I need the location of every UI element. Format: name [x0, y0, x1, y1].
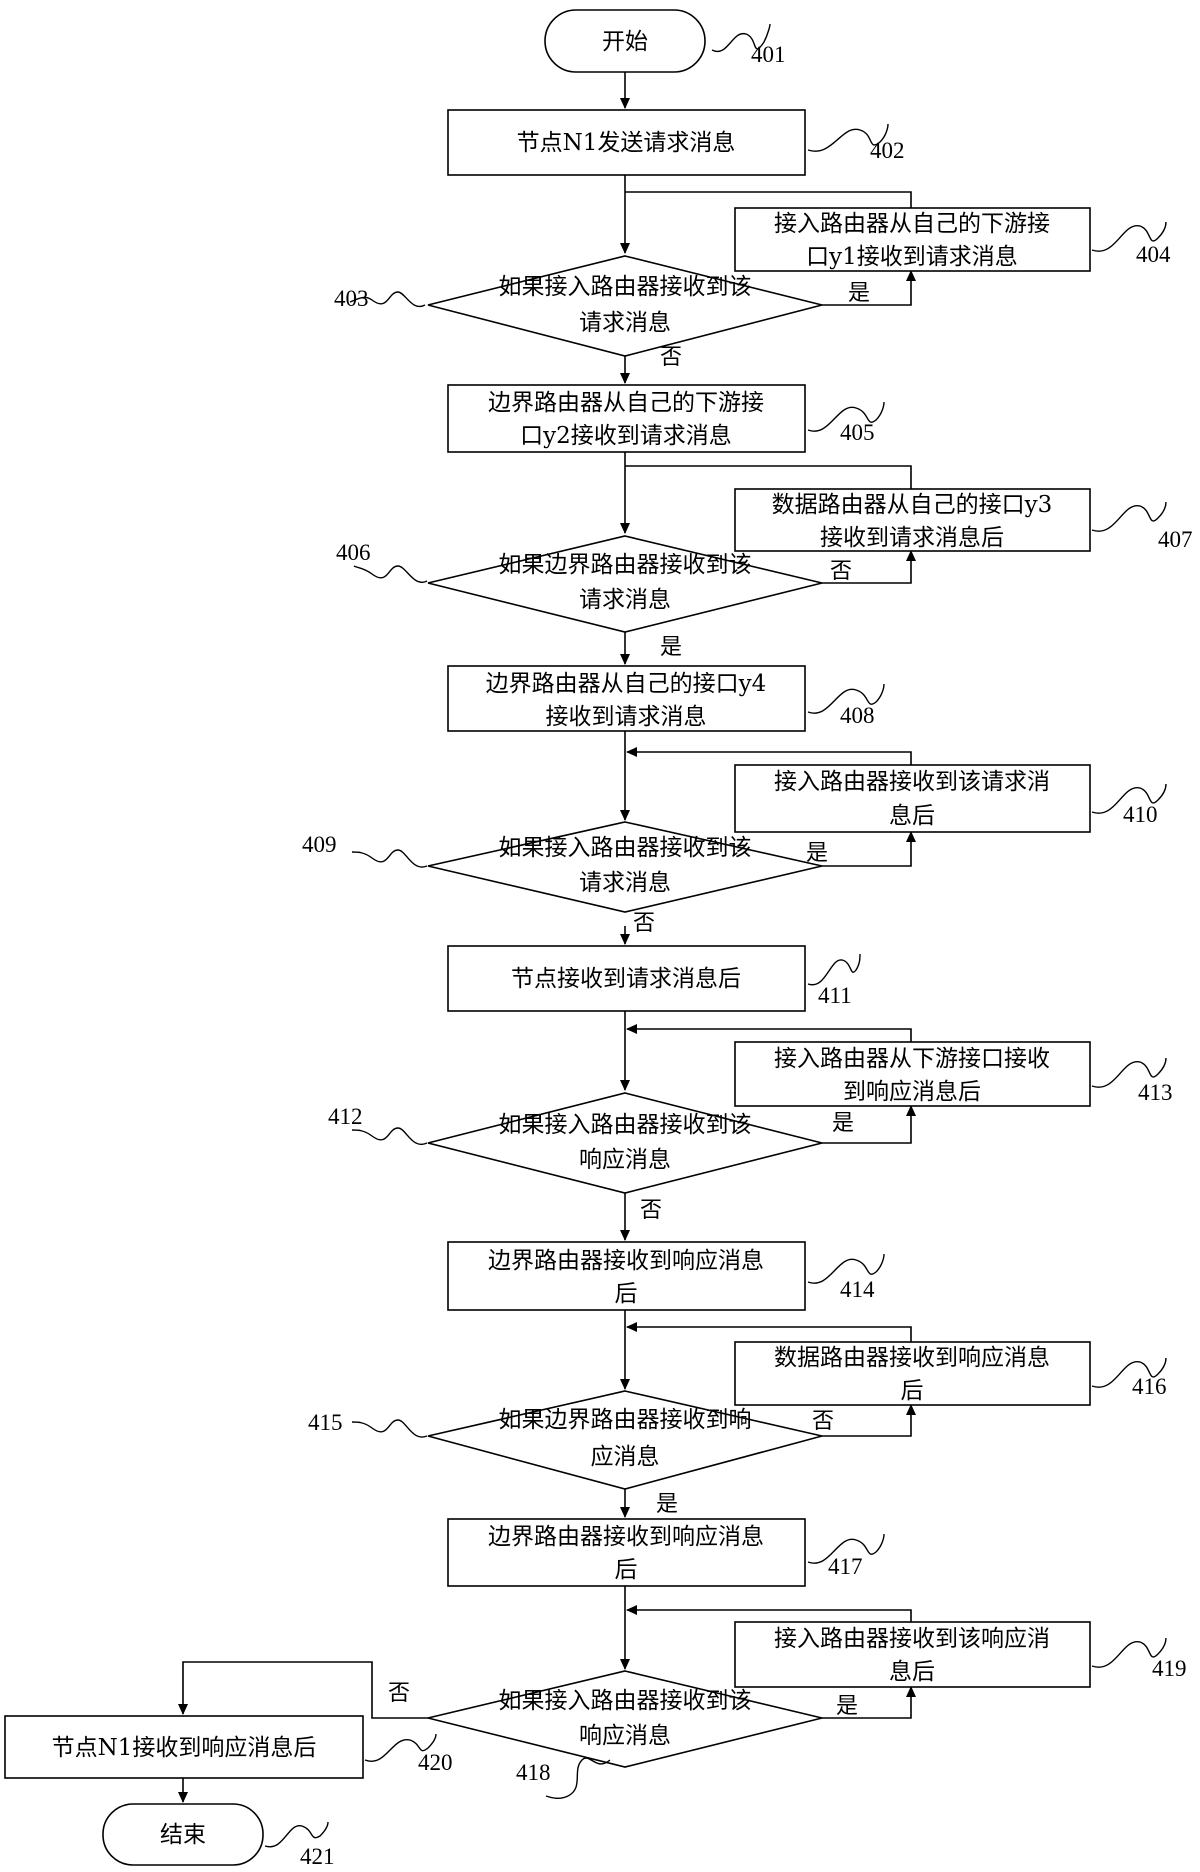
- decision-403-line1: 如果接入路由器接收到该: [499, 274, 752, 300]
- ref-419: 419: [1152, 1656, 1187, 1681]
- ref-405: 405: [840, 420, 875, 445]
- decision-418: [427, 1670, 823, 1768]
- ref-420: 420: [418, 1750, 453, 1775]
- decision-415-line1: 如果边界路由器接收到响: [499, 1407, 752, 1433]
- edge-label-406-yes: 是: [660, 635, 682, 660]
- process-407-line2: 接收到请求消息后: [820, 525, 1004, 551]
- process-419-line2: 息后: [889, 1659, 935, 1685]
- edge-label-412-yes: 是: [832, 1111, 854, 1136]
- end-label: 结束: [160, 1822, 206, 1848]
- edge-label-403-no: 否: [660, 345, 682, 370]
- process-416-line2: 后: [901, 1378, 924, 1404]
- decision-415-line2: 应消息: [591, 1444, 660, 1470]
- decision-418-line1: 如果接入路由器接收到该: [499, 1688, 752, 1714]
- process-416-line1: 数据路由器接收到响应消息: [774, 1345, 1050, 1371]
- decision-409-line1: 如果接入路由器接收到该: [499, 835, 752, 861]
- ref-409: 409: [302, 832, 337, 857]
- decision-403: [427, 255, 823, 357]
- process-404: [734, 207, 1091, 272]
- end-node: [102, 1803, 264, 1866]
- decision-406-line2: 请求消息: [579, 587, 671, 613]
- process-419-line1: 接入路由器接收到该响应消: [774, 1626, 1050, 1652]
- decision-409-line2: 请求消息: [579, 870, 671, 896]
- process-407-line1: 数据路由器从自己的接口y3: [772, 492, 1053, 518]
- process-419: [734, 1621, 1091, 1688]
- ref-408: 408: [840, 703, 875, 728]
- edge-label-403-yes: 是: [848, 281, 870, 306]
- ref-413: 413: [1138, 1080, 1173, 1105]
- process-417: [447, 1518, 806, 1587]
- decision-412: [427, 1092, 823, 1194]
- decision-412-line1: 如果接入路由器接收到该: [499, 1112, 752, 1138]
- edge-label-415-yes: 是: [656, 1492, 678, 1517]
- process-408-line2: 接收到请求消息: [546, 704, 707, 730]
- process-420: [4, 1715, 364, 1779]
- process-417-line1: 边界路由器接收到响应消息: [488, 1524, 764, 1550]
- process-420-label: 节点N1接收到响应消息后: [52, 1735, 317, 1761]
- ref-414: 414: [840, 1277, 875, 1302]
- process-410-line2: 息后: [889, 803, 935, 829]
- process-402: [447, 109, 806, 176]
- ref-403: 403: [334, 286, 369, 311]
- process-416: [734, 1341, 1091, 1406]
- process-413-line2: 到响应消息后: [843, 1079, 981, 1105]
- process-413: [734, 1041, 1091, 1107]
- decision-403-line2: 请求消息: [579, 310, 671, 336]
- process-408-line1: 边界路由器从自己的接口y4: [486, 671, 767, 697]
- decision-418-line2: 响应消息: [579, 1723, 671, 1749]
- decision-412-line2: 响应消息: [579, 1147, 671, 1173]
- ref-416: 416: [1132, 1374, 1167, 1399]
- process-410-line1: 接入路由器接收到该请求消: [774, 769, 1050, 795]
- ref-402: 402: [870, 138, 905, 163]
- ref-411: 411: [818, 983, 852, 1008]
- ref-418: 418: [516, 1760, 551, 1785]
- edge-label-415-no: 否: [812, 1409, 834, 1434]
- edge-label-409-yes: 是: [806, 841, 828, 866]
- process-405-line1: 边界路由器从自己的下游接: [488, 390, 764, 416]
- edge-label-412-no: 否: [640, 1198, 662, 1223]
- process-410: [734, 764, 1091, 833]
- edge-label-406-no: 否: [830, 559, 852, 584]
- edge-label-418-no: 否: [388, 1681, 410, 1706]
- process-405: [447, 384, 806, 453]
- decision-406-line1: 如果边界路由器接收到该: [499, 552, 752, 578]
- process-407: [734, 488, 1091, 552]
- start-label: 开始: [602, 29, 648, 55]
- ref-417: 417: [828, 1554, 863, 1579]
- process-414-line1: 边界路由器接收到响应消息: [488, 1248, 764, 1274]
- edge-label-409-no: 否: [633, 911, 655, 936]
- process-404-line1: 接入路由器从自己的下游接: [774, 211, 1050, 237]
- ref-404: 404: [1136, 242, 1171, 267]
- process-408: [447, 665, 806, 732]
- ref-406: 406: [336, 540, 371, 565]
- ref-421: 421: [300, 1844, 335, 1869]
- start-node: [544, 9, 706, 73]
- edge-label-418-yes: 是: [836, 1694, 858, 1719]
- process-411: [447, 945, 806, 1012]
- process-414: [447, 1241, 806, 1311]
- ref-415: 415: [308, 1410, 343, 1435]
- connectors: [178, 72, 916, 1803]
- ref-401: 401: [751, 42, 786, 67]
- process-413-line1: 接入路由器从下游接口接收: [774, 1046, 1050, 1072]
- process-417-line2: 后: [615, 1557, 638, 1583]
- decision-409: [427, 821, 823, 913]
- decision-415: [427, 1390, 823, 1490]
- process-404-line2: 口y1接收到请求消息: [806, 244, 1018, 270]
- process-405-line2: 口y2接收到请求消息: [520, 423, 732, 449]
- decision-406: [427, 535, 823, 633]
- ref-412: 412: [328, 1104, 363, 1129]
- process-414-line2: 后: [615, 1281, 638, 1307]
- process-402-label: 节点N1发送请求消息: [517, 130, 736, 156]
- ref-410: 410: [1123, 802, 1158, 827]
- ref-407: 407: [1158, 527, 1193, 552]
- process-411-label: 节点接收到请求消息后: [511, 966, 741, 992]
